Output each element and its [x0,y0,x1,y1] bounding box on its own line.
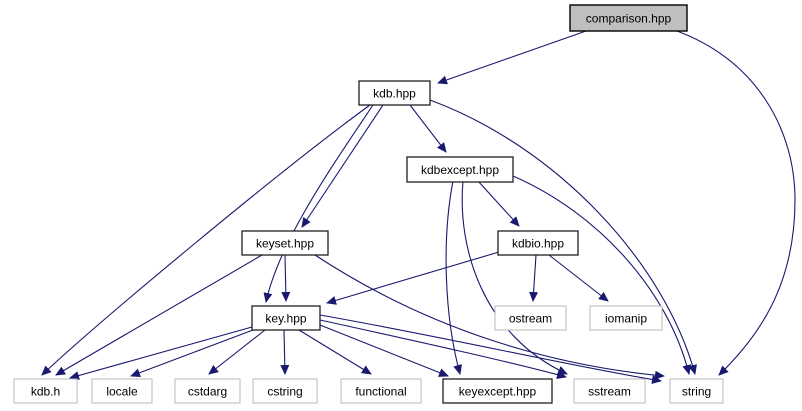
edge-layer [41,30,796,384]
node-comparison-hpp: comparison.hpp [569,4,688,32]
edge-keyset-hpp-to-kdb-h [55,254,263,376]
edge-key-hpp-to-sstream [319,319,567,379]
edge-kdbexcept-hpp-to-string [512,175,692,375]
edge-kdbio-hpp-to-key-hpp [326,251,500,305]
node-box-kdbio-hpp[interactable] [497,230,579,256]
node-kdbio-hpp[interactable]: kdbio.hpp [497,230,579,256]
node-box-comparison-hpp [569,4,688,32]
node-key-hpp[interactable]: key.hpp [251,305,321,331]
node-box-keyset-hpp[interactable] [241,230,329,256]
edge-key-hpp-to-functional [298,329,372,375]
edge-kdbio-hpp-to-iomanip [548,254,609,302]
node-box-functional [340,378,422,404]
node-string: string [669,378,724,404]
node-cstring: cstring [252,378,318,404]
edge-kdbexcept-hpp-to-keyexcept-hpp [445,180,462,375]
edge-comparison-hpp-to-kdb-hpp [437,30,587,85]
edge-kdbio-hpp-to-ostream [529,254,539,302]
node-box-key-hpp[interactable] [251,305,321,331]
node-sstream: sstream [573,378,646,404]
edge-key-hpp-to-locale [130,329,254,378]
node-box-cstdarg [174,378,241,404]
edge-kdb-hpp-to-kdb-h [41,104,371,376]
edge-keyset-hpp-to-string [314,254,665,380]
node-ostream: ostream [494,305,567,331]
node-box-kdbexcept-hpp[interactable] [406,156,514,183]
edge-kdb-hpp-to-kdbexcept-hpp [409,104,447,153]
node-box-kdb-hpp[interactable] [358,80,431,106]
edge-kdb-hpp-to-key-hpp [263,104,374,303]
node-box-iomanip [589,305,663,331]
node-layer: comparison.hpp kdb.hpp kdbexcept.hpp keyset… [13,4,724,404]
node-keyset-hpp[interactable]: keyset.hpp [241,230,329,256]
node-box-cstring [252,378,318,404]
node-box-string [669,378,724,404]
edge-key-hpp-to-string [319,314,662,384]
edge-key-hpp-to-kdb-h [69,326,253,380]
node-kdb-hpp[interactable]: kdb.hpp [358,80,431,106]
node-box-ostream [494,305,567,331]
node-cstdarg: cstdarg [174,378,241,404]
edge-kdbexcept-hpp-to-kdbio-hpp [477,180,520,227]
node-box-keyexcept-hpp[interactable] [442,378,553,404]
node-iomanip: iomanip [589,305,663,331]
node-box-sstream [573,378,646,404]
edge-key-hpp-to-cstring [280,329,290,375]
node-functional: functional [340,378,422,404]
edge-keyset-hpp-to-key-hpp [281,254,291,302]
edge-comparison-hpp-to-string [676,30,796,376]
node-kdbexcept-hpp[interactable]: kdbexcept.hpp [406,156,514,183]
node-kdb-h: kdb.h [13,378,78,404]
edge-key-hpp-to-cstdarg [208,329,266,375]
node-keyexcept-hpp[interactable]: keyexcept.hpp [442,378,553,404]
node-locale: locale [91,378,153,404]
node-box-kdb-h [13,378,78,404]
node-box-locale [91,378,153,404]
edge-key-hpp-to-keyexcept-hpp [319,324,449,377]
edge-kdb-hpp-to-string [429,99,697,375]
edge-kdb-hpp-to-keyset-hpp [301,104,384,228]
